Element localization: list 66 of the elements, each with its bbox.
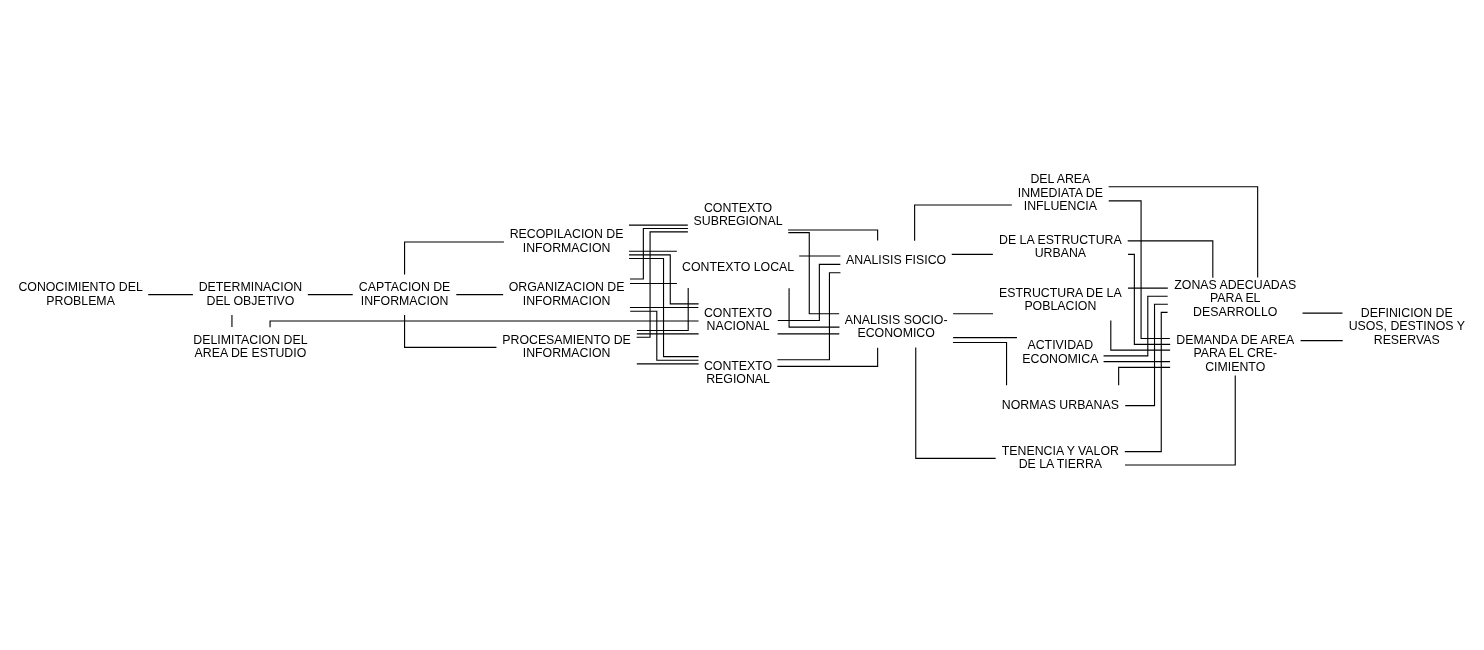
connector <box>636 332 700 334</box>
connector <box>1124 374 1236 466</box>
node-text: DEFINICION DE USOS, DESTINOS Y RESERVAS <box>1348 305 1465 347</box>
node-text: ESTRUCTURA DE LA POBLACION <box>999 285 1122 313</box>
node-text: CONTEXTO LOCAL <box>682 259 795 274</box>
connector <box>628 253 700 304</box>
connector <box>952 312 994 314</box>
connector <box>628 250 678 252</box>
connector <box>1127 239 1214 278</box>
connector <box>147 293 194 295</box>
connector <box>455 293 504 295</box>
connector <box>1124 311 1169 452</box>
node-text: NORMAS URBANAS <box>1001 397 1119 412</box>
connector <box>629 310 699 361</box>
connector <box>628 257 700 357</box>
connector <box>776 271 841 360</box>
connector <box>1127 253 1171 345</box>
connector <box>404 313 497 348</box>
connector <box>951 253 994 255</box>
connector <box>404 240 505 275</box>
connector <box>787 231 840 314</box>
connector <box>1110 319 1171 351</box>
connector <box>636 230 689 338</box>
node-text: CONTEXTO REGIONAL <box>703 358 773 386</box>
node-text: RECOPILACION DE INFORMACION <box>509 226 624 255</box>
connector <box>1108 199 1171 339</box>
node-text: DELIMITACION DEL AREA DE ESTUDIO <box>193 332 308 360</box>
node-text: ZONAS ADECUADAS PARA EL DESARROLLO <box>1174 277 1297 319</box>
connector <box>629 227 689 280</box>
node-text: ORGANIZACION DE INFORMACION <box>508 279 625 308</box>
node-text: DETERMINACION DEL OBJETIVO <box>198 279 303 308</box>
connector <box>1108 185 1259 278</box>
node-text: TENENCIA Y VALOR DE LA TIERRA <box>1001 443 1119 471</box>
node-text: CONOCIMIENTO DEL PROBLEMA <box>18 279 143 308</box>
connector <box>269 319 700 328</box>
connector <box>914 203 1013 241</box>
node-text: CAPTACION DE INFORMACION <box>358 279 451 308</box>
connector <box>788 287 841 328</box>
node-text: CONTEXTO SUBREGIONAL <box>693 199 783 228</box>
connector <box>636 286 689 331</box>
connector <box>952 341 1008 386</box>
node-text: PROCESAMIENTO DE INFORMACION <box>502 332 631 360</box>
connector <box>1301 312 1343 314</box>
connector <box>952 336 1018 338</box>
connector <box>307 293 354 295</box>
connector <box>798 254 841 257</box>
connector <box>629 306 699 308</box>
node-text: ANALISIS FISICO <box>846 252 947 267</box>
connector <box>629 282 678 284</box>
connector <box>915 346 997 459</box>
connector <box>1103 360 1171 362</box>
connector <box>1300 339 1344 341</box>
connector <box>777 332 840 334</box>
node-text: ANALISIS SOCIO- ECONOMICO <box>844 312 948 340</box>
node-text: ACTIVIDAD ECONOMICA <box>1022 337 1099 366</box>
connector <box>777 263 841 321</box>
connector <box>1103 295 1169 356</box>
node-text: DEL AREA INMEDIATA DE INFLUENCIA <box>1017 171 1103 213</box>
node-text: CONTEXTO NACIONAL <box>703 305 773 333</box>
node-text: DE LA ESTRUCTURA URBANA <box>999 232 1122 260</box>
connector <box>1127 287 1169 289</box>
connector <box>636 362 700 364</box>
connector <box>628 224 689 226</box>
connector <box>1124 303 1169 406</box>
connector <box>1118 366 1171 386</box>
node-text: DEMANDA DE AREA PARA EL CRE- CIMIENTO <box>1176 332 1295 374</box>
